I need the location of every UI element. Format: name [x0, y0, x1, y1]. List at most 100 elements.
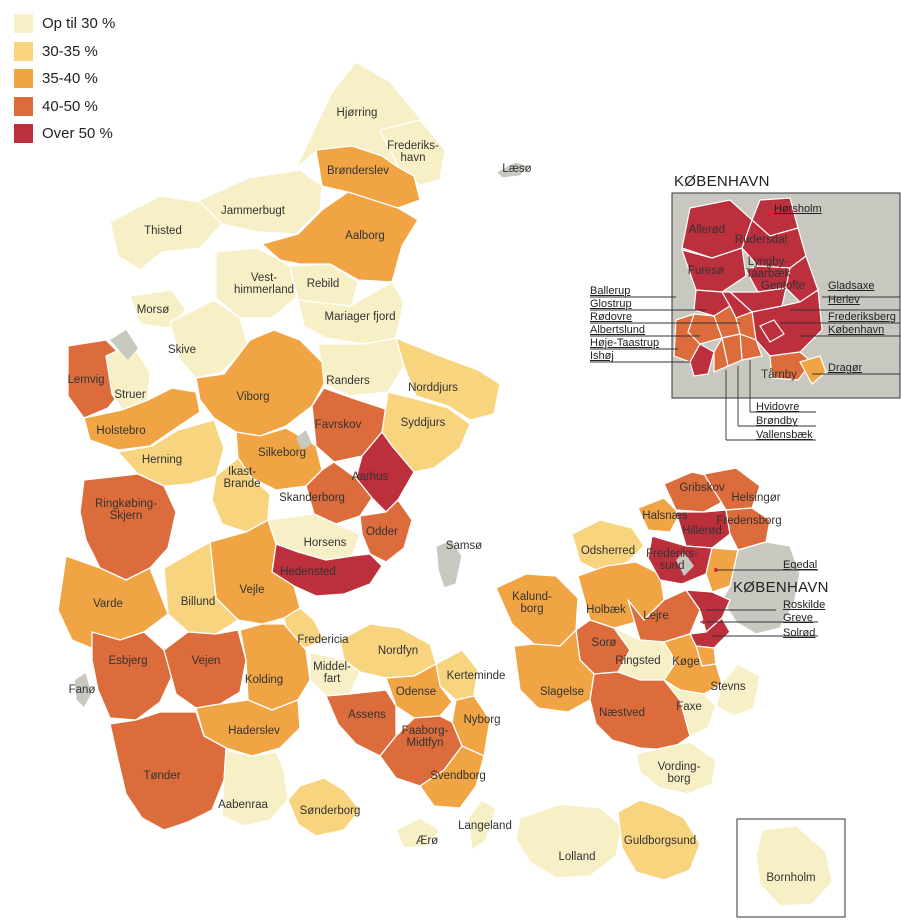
inset-municipality-label: Allerød: [688, 224, 726, 236]
legend-swatch: [14, 14, 33, 34]
zealand-callout-label: Roskilde: [783, 599, 826, 611]
municipality-label: Tønder: [143, 770, 181, 782]
legend-item: 35-40 %: [14, 65, 115, 93]
region-bronderslev: [315, 145, 421, 209]
region-odense: [385, 663, 453, 719]
municipality-label: Aarhus: [351, 471, 389, 483]
municipality-label: Skanderborg: [279, 492, 345, 504]
region-holstebro: [83, 387, 201, 451]
municipality-label: Assens: [348, 709, 386, 721]
region-lolland: [515, 803, 623, 879]
municipality-label: Halsnæs: [642, 510, 688, 522]
municipality-label: Odense: [395, 686, 437, 698]
inset-callout-label: Gladsaxe: [828, 280, 875, 292]
legend-item: Op til 30 %: [14, 10, 115, 38]
inset-frederiksberg: [759, 319, 785, 343]
zealand-capital-label: KØBENHAVN: [733, 579, 829, 596]
municipality-label: Næstved: [598, 707, 646, 719]
legend-item: 30-35 %: [14, 38, 115, 66]
municipality-label: Guldborgsund: [623, 835, 697, 847]
municipality-label: Favrskov: [314, 419, 362, 431]
region-halsnaes: [637, 497, 681, 533]
municipality-label: Samsø: [445, 540, 483, 552]
municipality-label: Skive: [167, 344, 197, 356]
legend-item: Over 50 %: [14, 120, 115, 148]
region-kolding: [239, 623, 311, 711]
municipality-label: Vejen: [191, 655, 221, 667]
inset-callout-label: Rødovre: [590, 311, 633, 323]
zealand-callout-label: Greve: [783, 612, 813, 624]
municipality-label: Holbæk: [586, 604, 626, 616]
region-svendborg: [419, 745, 485, 809]
region-guldborgsund: [617, 799, 701, 881]
municipality-label: Randers: [326, 375, 370, 387]
municipality-label: Morsø: [136, 304, 170, 316]
municipality-label: Mariager fjord: [324, 311, 396, 323]
zealand-callout-label: Egedal: [783, 559, 818, 571]
municipality-label: Silkeborg: [258, 447, 306, 459]
municipality-label: Gribskov: [679, 482, 725, 494]
inset-municipality-label: Tårnby: [761, 369, 797, 381]
inset-gentofte: [785, 255, 819, 303]
municipality-label: Frederiks- havn: [387, 140, 439, 164]
legend-swatch: [14, 124, 33, 144]
inset-dragor: [799, 355, 827, 385]
municipality-label: Læsø: [502, 163, 532, 175]
municipality-label: Billund: [180, 596, 216, 608]
municipality-label: Slagelse: [539, 686, 585, 698]
lake-isefjord: [676, 552, 694, 576]
municipality-label: Bornholm: [766, 872, 816, 884]
inset-callout-label: København: [828, 324, 885, 336]
region-ringkobing-skjern: [79, 473, 177, 581]
inset-callout-label: Ishøj: [590, 350, 614, 362]
municipality-label: Frederiks- sund: [646, 548, 698, 572]
region-fano: [73, 671, 93, 709]
region-vordingborg: [635, 741, 717, 795]
municipality-label: Svendborg: [430, 770, 486, 782]
inset-vallensbaek: [713, 336, 729, 373]
inset-callout-label: Albertslund: [590, 324, 646, 336]
region-faxe: [663, 679, 717, 737]
municipality-label: Norddjurs: [408, 382, 458, 394]
municipality-label: Horsens: [303, 537, 347, 549]
municipality-label: Helsingør: [731, 492, 781, 504]
legend: Op til 30 % 30-35 % 35-40 % 40-50 % Over…: [14, 10, 115, 148]
municipality-label: Ringkøbing- Skjern: [95, 498, 157, 522]
municipality-label: Ærø: [415, 835, 439, 847]
municipality-label: Ringsted: [615, 655, 661, 667]
region-tonder: [109, 711, 227, 831]
region-norddjurs: [395, 337, 501, 421]
legend-swatch: [14, 96, 33, 116]
region-viborg: [195, 329, 325, 437]
inset-municipality-label: Rudersdal: [734, 234, 788, 246]
region-samso: [435, 539, 463, 589]
municipality-label: Faxe: [676, 701, 702, 713]
inset-ishoj: [689, 343, 715, 377]
inset-callout-label: Høje-Taastrup: [590, 337, 660, 349]
zealand-callout-label: Solrød: [783, 627, 816, 639]
lake-central: [296, 430, 312, 450]
inset-callout-label: Hørsholm: [774, 203, 822, 215]
region-thisted: [109, 195, 223, 271]
municipality-label: Middel- fart: [313, 661, 351, 685]
legend-label: 30-35 %: [42, 42, 98, 60]
inset-callout-label: Brøndby: [756, 415, 798, 427]
region-sonderborg: [287, 777, 361, 837]
inset-callout-label: Frederiksberg: [828, 311, 896, 323]
municipality-label: Esbjerg: [108, 655, 148, 667]
municipality-label: Vording- borg: [657, 761, 701, 785]
region-billund: [163, 541, 239, 635]
municipality-label: Aalborg: [345, 230, 385, 242]
inset-title: KØBENHAVN: [674, 173, 770, 190]
inset-municipality-label: Furesø: [687, 265, 725, 277]
bornholm-inset-frame: [736, 818, 846, 918]
region-aalborg: [261, 191, 419, 283]
inset-callout-label: Hvidovre: [756, 401, 800, 413]
municipality-label: Syddjurs: [400, 417, 446, 429]
municipality-label: Viborg: [236, 391, 270, 403]
inset-callout-label: Ballerup: [590, 285, 631, 297]
lake-limfjord: [110, 330, 138, 360]
region-odsherred: [571, 519, 645, 573]
municipality-label: Brønderslev: [327, 165, 389, 177]
